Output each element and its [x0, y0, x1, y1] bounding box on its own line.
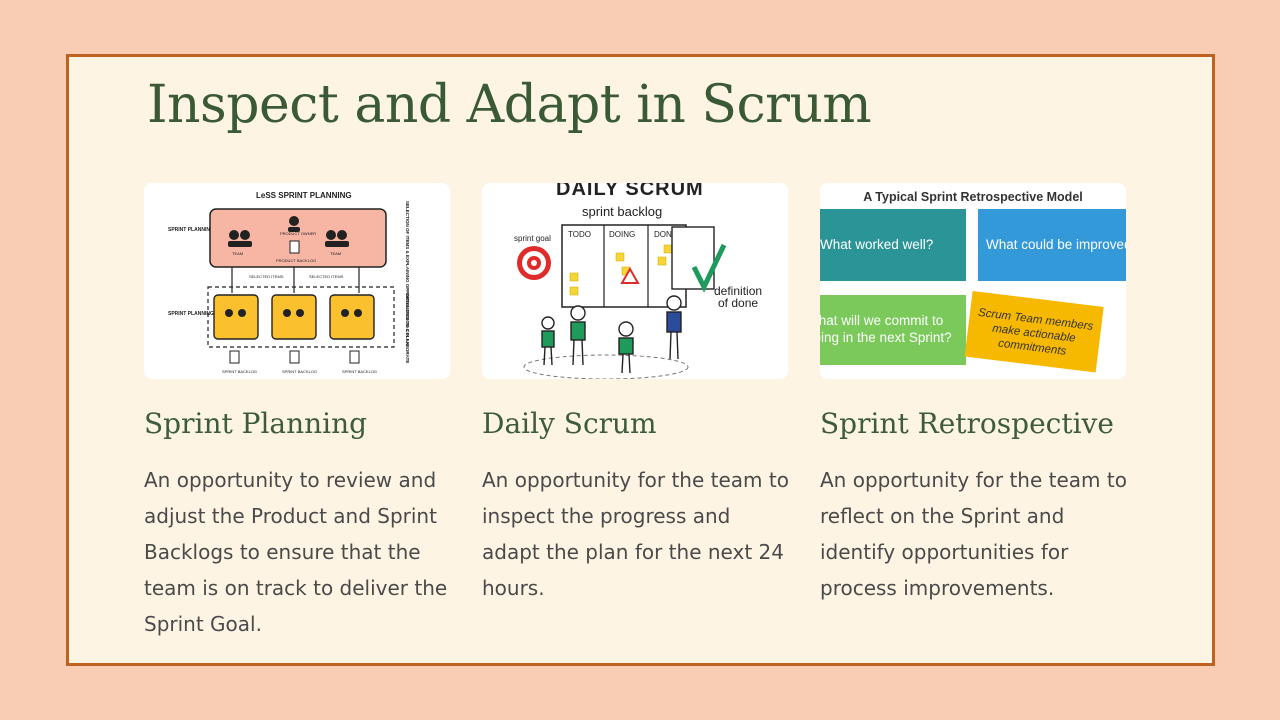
- box-commit-line1: What will we commit to: [820, 313, 943, 328]
- team-left-figures: [228, 230, 252, 247]
- label-product-backlog: PRODUCT BACKLOG: [276, 258, 316, 263]
- checkmark-icon: [691, 243, 727, 293]
- label-product-owner: PRODUCT OWNER: [280, 231, 316, 236]
- sprint-planning-illustration: LeSS SPRINT PLANNING SPRINT PLANNING 1 T…: [144, 183, 450, 379]
- sprint-planning-diagram: LeSS SPRINT PLANNING SPRINT PLANNING 1 T…: [168, 191, 410, 374]
- team-right-figures: [325, 230, 349, 247]
- commitment-note-bg: [964, 290, 1104, 373]
- scrum-board: [561, 224, 687, 308]
- col-doing: DOING: [609, 230, 635, 239]
- card-title: Sprint Retrospective: [820, 407, 1114, 440]
- planning-1-box: [209, 208, 387, 268]
- daily-scrum-illustration: DAILY SCRUM sprint backlog TODO DOING DO…: [482, 183, 788, 379]
- label-sprint-backlog-2: SPRINT BACKLOG: [282, 369, 317, 374]
- label-selected-left: SELECTED ITEMS: [249, 274, 284, 279]
- team-box-2: [271, 294, 317, 340]
- label-sp2: SPRINT PLANNING 2: [168, 311, 218, 317]
- label-sprint-backlog-3: SPRINT BACKLOG: [342, 369, 377, 374]
- box-worked-well-text: What worked well?: [820, 237, 933, 252]
- card-daily-scrum: DAILY SCRUM sprint backlog TODO DOING DO…: [482, 183, 789, 606]
- team-box-figures: [225, 309, 362, 317]
- slide-frame: Inspect and Adapt in Scrum LeSS SPRINT P…: [66, 54, 1215, 666]
- card-sprint-planning: LeSS SPRINT PLANNING SPRINT PLANNING 1 T…: [144, 183, 450, 642]
- definition-line1: definition: [714, 284, 762, 298]
- card-title: Sprint Planning: [144, 407, 368, 440]
- card-description: An opportunity for the team to reflect o…: [820, 468, 1127, 600]
- flow-arrows: [231, 267, 360, 293]
- diagram-heading: LeSS SPRINT PLANNING: [256, 191, 352, 200]
- box-commit: [820, 295, 966, 365]
- retrospective-model: A Typical Sprint Retrospective Model Wha…: [820, 190, 1126, 373]
- retrospective-illustration: A Typical Sprint Retrospective Model Wha…: [820, 183, 1126, 379]
- label-sp1: SPRINT PLANNING 1: [168, 227, 218, 233]
- daily-scrum-drawing: DAILY SCRUM sprint backlog TODO DOING DO…: [514, 183, 762, 379]
- sticky-notes: [569, 244, 673, 296]
- drawing-subheading: sprint backlog: [582, 204, 662, 219]
- drawing-heading: DAILY SCRUM: [556, 183, 704, 200]
- box-commit-line2: doing in the next Sprint?: [820, 330, 952, 345]
- side-note-top: SELECTION OF ITEMS & EXPLAINING OPPORTUN…: [405, 201, 410, 363]
- target-icon: [517, 246, 551, 280]
- commitment-note: Scrum Team members make actionable commi…: [964, 290, 1104, 373]
- label-sprint-backlog-1: SPRINT BACKLOG: [222, 369, 257, 374]
- box-could-improve: [978, 209, 1126, 281]
- sprint-goal-label: sprint goal: [514, 234, 551, 243]
- warning-icon: [620, 266, 640, 284]
- team-box-3: [329, 294, 375, 340]
- card-description: An opportunity for the team to inspect t…: [482, 468, 789, 600]
- box-could-improve-text: What could be improved?: [986, 237, 1126, 252]
- box-commit-clip: What will we commit to doing in the next…: [820, 313, 952, 345]
- label-team-left: TEAM: [232, 251, 243, 256]
- standup-circle: [523, 354, 689, 379]
- box-worked-well: [820, 209, 966, 281]
- planning-2-box: [207, 286, 395, 348]
- definition-line2: of done: [718, 296, 758, 310]
- box-could-improve-clip: What could be improved?: [986, 237, 1126, 252]
- col-todo: TODO: [568, 230, 591, 239]
- sprint-backlog-docs: [229, 350, 360, 364]
- card-description: An opportunity to review and adjust the …: [144, 468, 448, 636]
- side-note-bottom: INITIAL DESIGN & PLAN: [405, 293, 410, 345]
- col-done: DONE: [654, 230, 677, 239]
- label-selected-right: SELECTED ITEMS: [309, 274, 344, 279]
- product-owner-figure: [288, 216, 300, 254]
- team-box-1: [213, 294, 259, 340]
- card-title: Daily Scrum: [482, 407, 657, 440]
- model-heading: A Typical Sprint Retrospective Model: [863, 190, 1083, 204]
- card-sprint-retrospective: A Typical Sprint Retrospective Model Wha…: [820, 183, 1127, 606]
- slide-title: Inspect and Adapt in Scrum: [147, 75, 872, 135]
- team-members: [541, 295, 682, 374]
- label-team-right: TEAM: [330, 251, 341, 256]
